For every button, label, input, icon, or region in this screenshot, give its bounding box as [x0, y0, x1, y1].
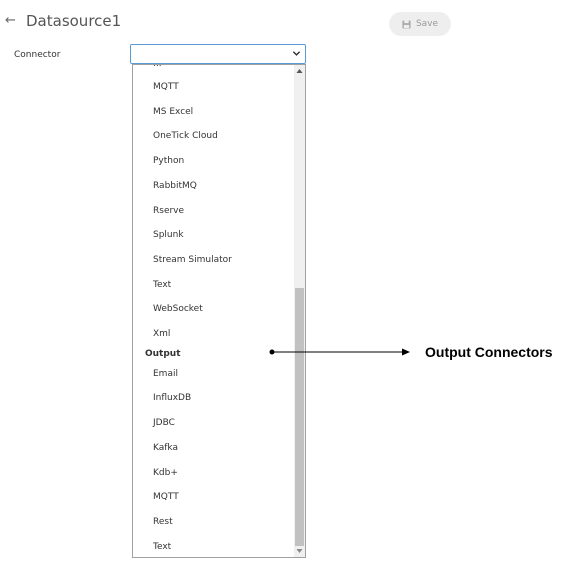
dropdown-option[interactable]: Rserve	[153, 205, 185, 216]
connector-select[interactable]	[130, 44, 306, 64]
floppy-disk-icon	[402, 19, 411, 29]
connector-label: Connector	[14, 50, 61, 60]
dropdown-option[interactable]: Splunk	[153, 230, 184, 241]
chevron-down-icon	[292, 51, 301, 56]
save-button-label: Save	[415, 19, 439, 29]
dropdown-option[interactable]: RabbitMQ	[153, 180, 197, 191]
dropdown-option[interactable]: Python	[153, 156, 185, 167]
dropdown-option[interactable]: Email	[153, 368, 178, 379]
dropdown-option[interactable]: WebSocket	[153, 304, 203, 315]
scroll-down-arrow-icon[interactable]	[296, 548, 303, 554]
dropdown-option[interactable]: Text	[153, 541, 172, 552]
dropdown-option[interactable]: JDBC	[153, 418, 175, 429]
page-title: Datasource1	[26, 12, 122, 30]
partial-list-item[interactable]: ...	[153, 64, 162, 69]
dropdown-option[interactable]: MQTT	[153, 82, 179, 92]
dropdown-scrollbar[interactable]	[294, 65, 305, 557]
dropdown-option[interactable]: Rest	[153, 516, 173, 527]
annotation-label: Output Connectors	[425, 344, 553, 360]
dropdown-option[interactable]: InfluxDB	[153, 393, 192, 404]
dropdown-option[interactable]: Xml	[153, 329, 171, 339]
dropdown-option[interactable]: MS Excel	[153, 106, 194, 117]
dropdown-option[interactable]: MQTT	[153, 492, 179, 503]
dropdown-option[interactable]: Kafka	[153, 442, 178, 453]
scrollbar-thumb[interactable]	[295, 288, 304, 546]
scroll-up-arrow-icon[interactable]	[296, 68, 303, 74]
dropdown-option[interactable]: OneTick Cloud	[153, 131, 218, 142]
back-arrow-icon[interactable]: ←	[5, 13, 16, 28]
dropdown-option[interactable]: Stream Simulator	[153, 254, 232, 265]
save-button[interactable]: Save	[389, 12, 451, 36]
dropdown-group-header-output: Output	[145, 348, 181, 359]
dropdown-option[interactable]: Text	[153, 279, 172, 290]
dropdown-option[interactable]: Kdb+	[153, 467, 178, 478]
